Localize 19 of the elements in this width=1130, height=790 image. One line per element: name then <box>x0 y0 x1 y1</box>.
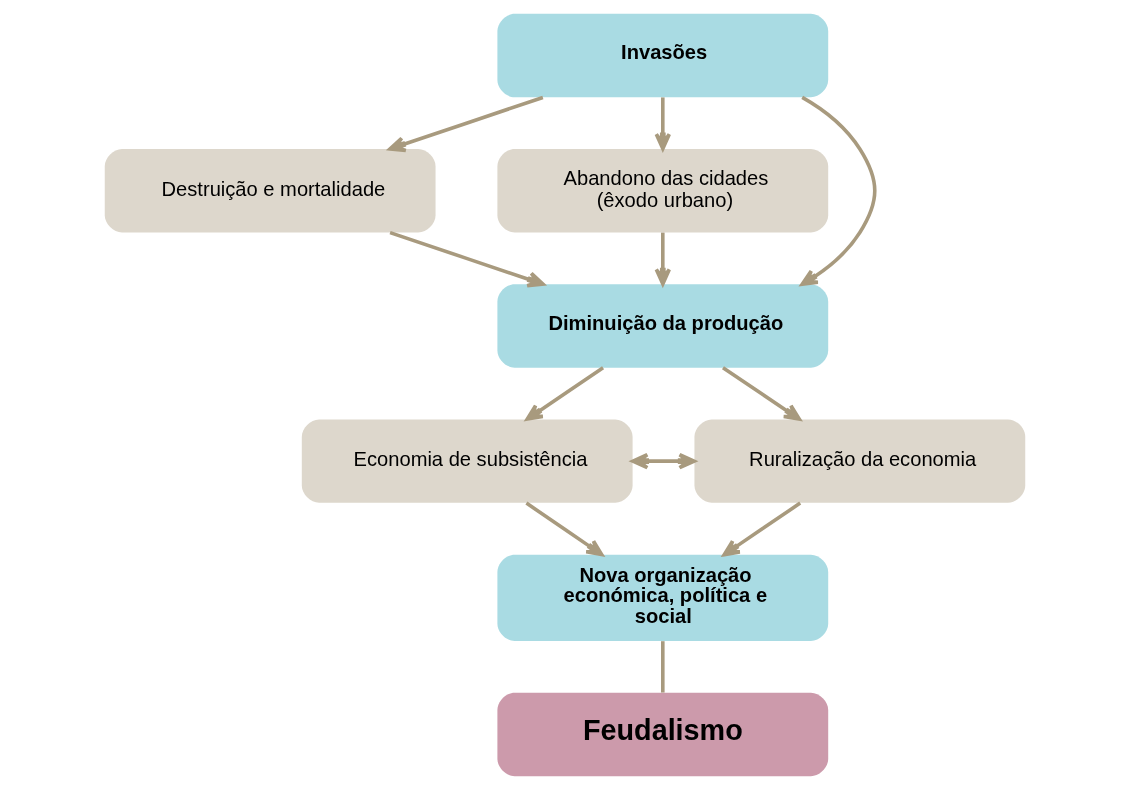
node-box: Diminuição da produção <box>497 284 829 368</box>
arrow <box>722 501 802 557</box>
node-box: Invasões <box>497 13 829 98</box>
node-box: Destruição e mortalidade <box>104 149 436 233</box>
arrow <box>722 366 802 421</box>
arrow <box>525 366 605 421</box>
arrow <box>800 95 877 286</box>
arrow <box>388 95 544 153</box>
node-box: Ruralização da economia <box>694 419 1026 503</box>
connector <box>661 641 665 693</box>
arrow <box>654 232 672 286</box>
node-box: Economia de subsistência <box>301 419 633 503</box>
node-box: Feudalismo <box>497 692 829 777</box>
arrow <box>654 97 672 151</box>
node-box: Abandono das cidades (êxodo urbano) <box>497 149 829 233</box>
arrow <box>389 230 545 288</box>
arrow <box>525 501 604 557</box>
arrow <box>631 452 696 470</box>
node-box: Nova organização económica, política e social <box>497 554 829 641</box>
